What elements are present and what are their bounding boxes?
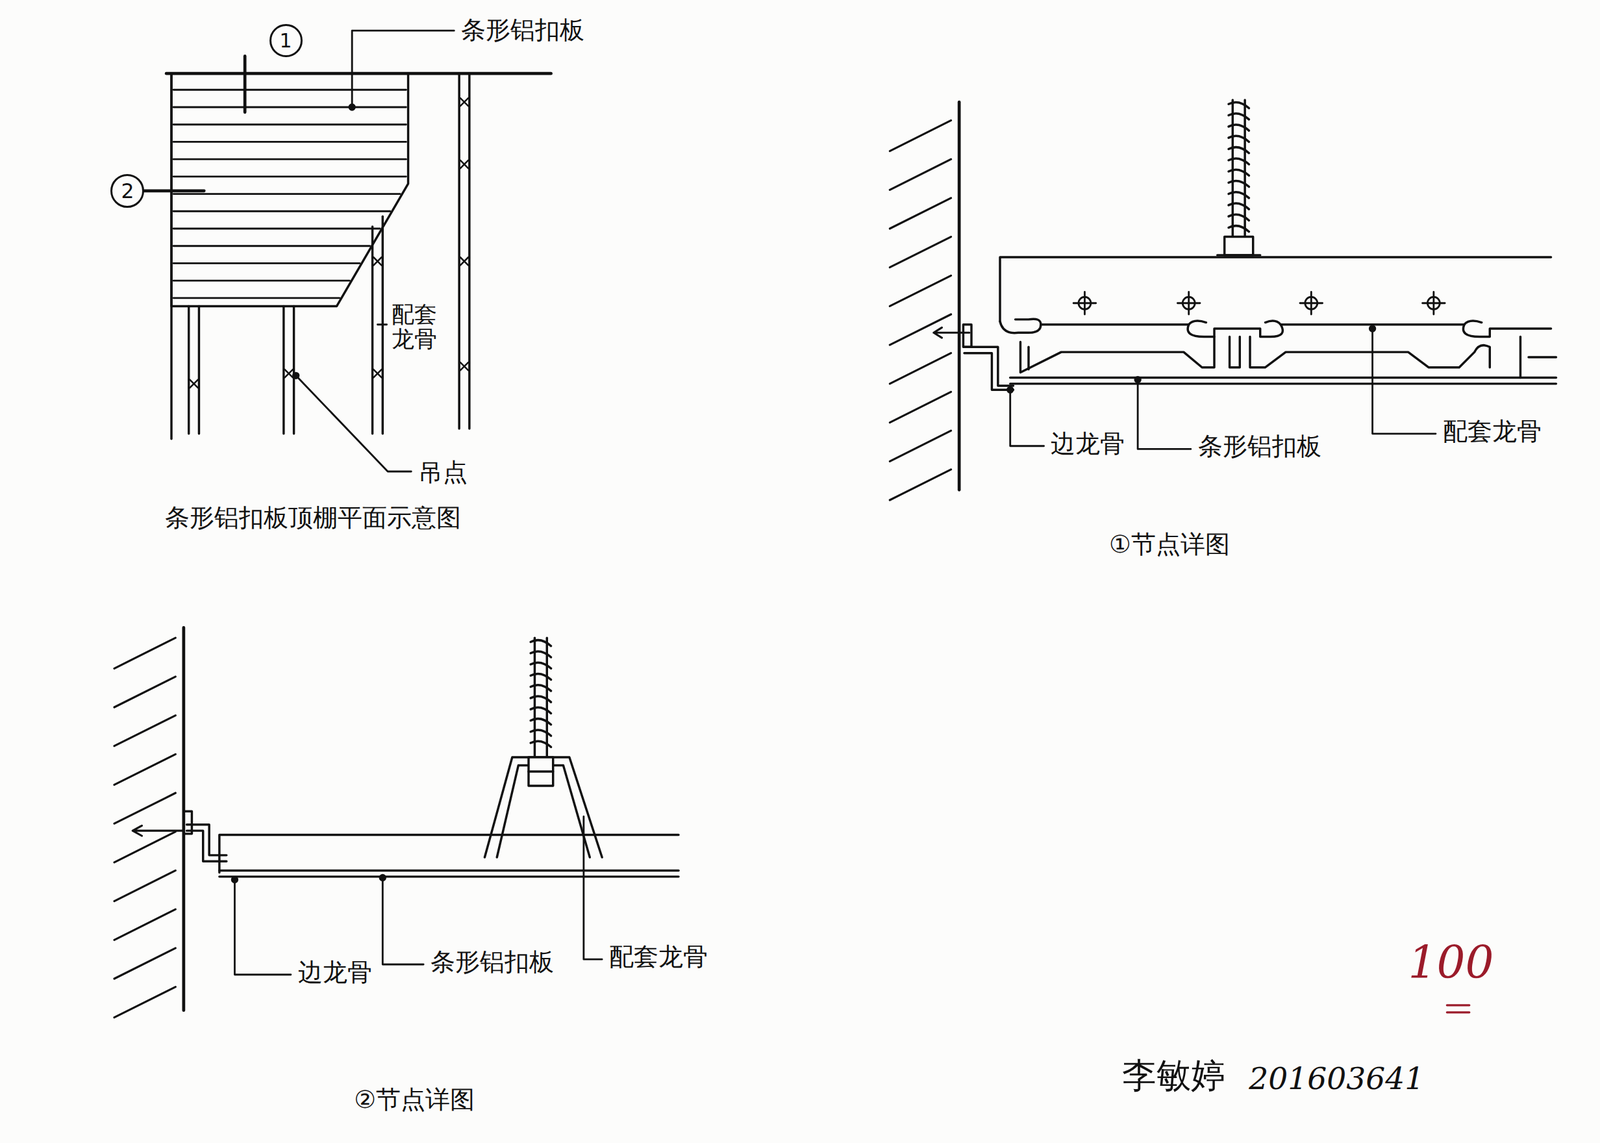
callout-circle: 1: [269, 24, 303, 58]
part-label: 配套龙骨: [1440, 417, 1544, 446]
detail-2: [114, 627, 679, 1017]
part-label: 吊点: [416, 458, 470, 487]
figure-caption: 条形铝扣板顶棚平面示意图: [162, 503, 463, 532]
part-label: 条形铝扣板: [459, 16, 587, 45]
part-label: 边龙骨: [1048, 429, 1127, 458]
figure-caption: ②节点详图: [351, 1085, 477, 1114]
part-label: 边龙骨: [296, 958, 375, 987]
grade-mark: 100: [1405, 937, 1496, 989]
detail-1: [889, 100, 1556, 500]
figure-caption: ①节点详图: [1107, 530, 1232, 559]
signature: 李敏婷: [1120, 1055, 1228, 1095]
part-label: 条形铝扣板: [1196, 432, 1324, 461]
callout-circle: 2: [110, 174, 145, 208]
student-id: 201603641: [1246, 1061, 1426, 1097]
part-label: 配套龙骨: [389, 301, 440, 352]
grade-underline: [1446, 1005, 1470, 1013]
part-label: 条形铝扣板: [428, 948, 556, 976]
part-label: 配套龙骨: [607, 942, 710, 971]
callout-number: 1: [279, 29, 293, 52]
callout-number: 2: [120, 179, 134, 203]
ceiling-plan: [144, 30, 552, 472]
